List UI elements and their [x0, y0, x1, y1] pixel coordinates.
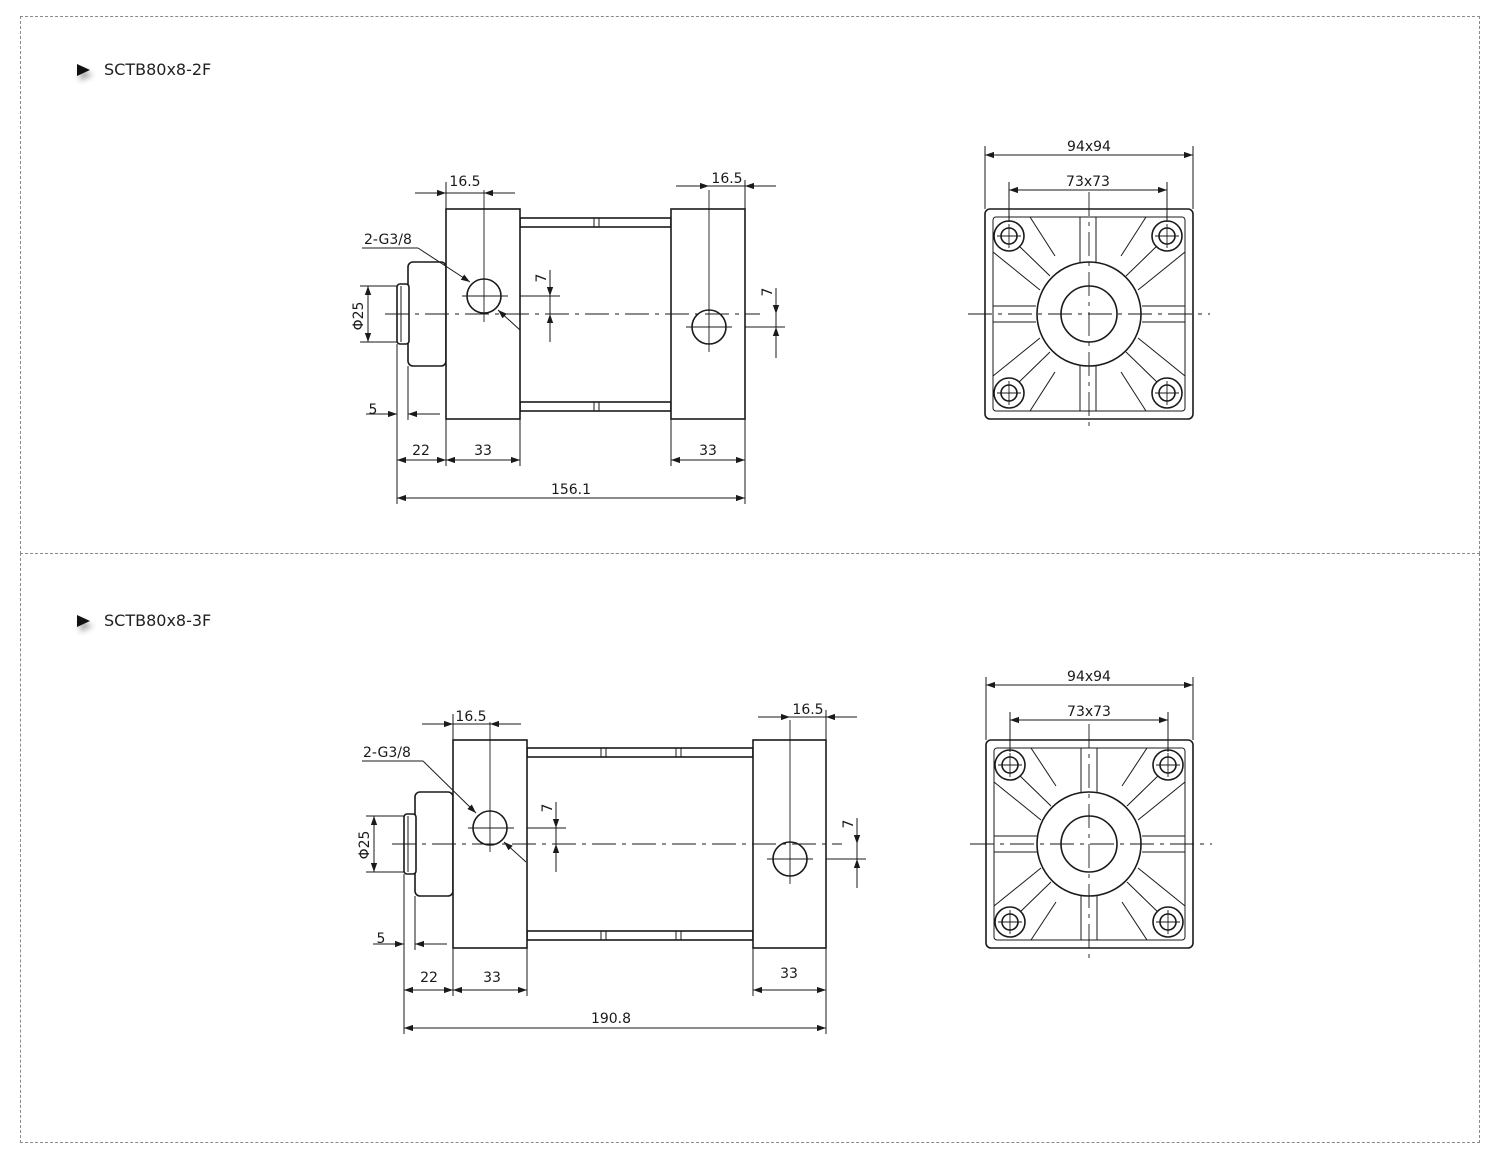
- dim-rod-length-3f: 22: [420, 970, 438, 986]
- dim-rod-step-2f: 5: [369, 402, 378, 418]
- dim-overall-length-3f: 190.8: [591, 1011, 631, 1027]
- dim-rod-diameter-2f: Φ25: [351, 302, 367, 331]
- dim-outer-size-2f: 94x94: [1067, 139, 1111, 155]
- dim-outer-size-3f: 94x94: [1067, 669, 1111, 685]
- label-port-thread-3f: 2-G3/8: [363, 745, 411, 761]
- dim-port-height-rear: 7: [841, 820, 857, 829]
- dim-rear-cap-3f: 33: [780, 966, 798, 982]
- dim-port-offset-front: 16.5: [449, 174, 480, 190]
- triangle-bullet-icon: [77, 64, 90, 76]
- drawing-panel-3f: [20, 553, 1480, 1143]
- dim-port-height-rear: 7: [760, 288, 776, 297]
- side-view-3f: 16.5 16.5 2-G3/8 Φ25 7 7: [357, 702, 866, 1034]
- tie-rod-top: [526, 747, 754, 758]
- label-port-thread-2f: 2-G3/8: [364, 232, 412, 248]
- tie-rod-holes: [994, 749, 1184, 938]
- side-view-2f: 16.5 16.5 2-G3/8 Φ25 7 7: [351, 171, 785, 504]
- model-heading-2f: SCTB80x8-2F: [77, 60, 211, 79]
- dim-port-height-front: 7: [534, 274, 550, 283]
- dim-front-cap-3f: 33: [483, 970, 501, 986]
- dim-rod-length-2f: 22: [412, 443, 430, 459]
- tie-rod-bottom: [526, 930, 754, 941]
- model-title-3f: SCTB80x8-3F: [104, 611, 212, 630]
- dim-inner-size-3f: 73x73: [1067, 704, 1111, 720]
- dim-rear-cap-2f: 33: [699, 443, 717, 459]
- dim-port-height-front: 7: [540, 804, 556, 813]
- dim-port-offset-rear: 16.5: [711, 171, 742, 187]
- dim-overall-length-2f: 156.1: [551, 482, 591, 498]
- model-heading-3f: SCTB80x8-3F: [77, 611, 211, 630]
- tie-rod-bottom: [519, 401, 672, 412]
- model-title-2f: SCTB80x8-2F: [104, 60, 212, 79]
- end-view-2f: 94x94 73x73: [968, 139, 1210, 430]
- dim-rod-diameter-3f: Φ25: [357, 831, 373, 860]
- triangle-bullet-icon: [77, 615, 90, 627]
- end-view-3f: 94x94 73x73: [970, 669, 1212, 960]
- dim-port-offset-rear: 16.5: [792, 702, 823, 718]
- dim-rod-step-3f: 5: [377, 931, 386, 947]
- dim-front-cap-2f: 33: [474, 443, 492, 459]
- dim-port-offset-front: 16.5: [455, 709, 486, 725]
- tie-rod-top: [519, 217, 672, 228]
- dim-inner-size-2f: 73x73: [1066, 174, 1110, 190]
